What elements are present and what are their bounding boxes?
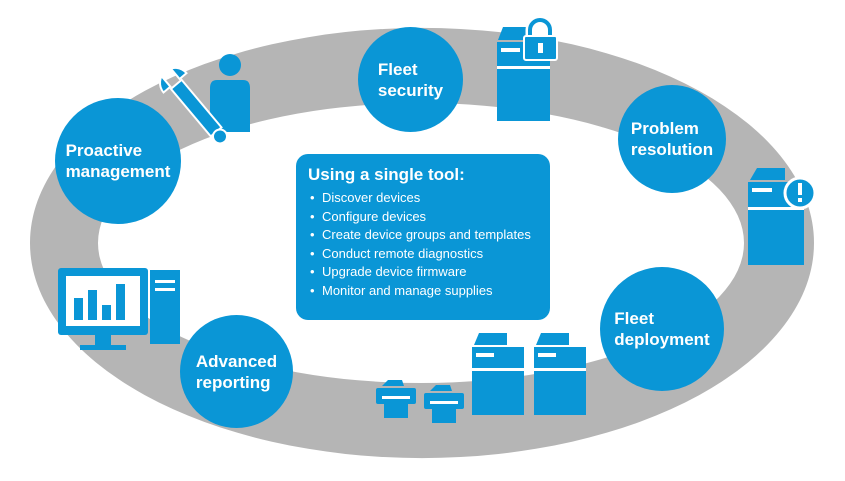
technician-wrench-icon [159,54,250,145]
capability-list: Discover devices Configure devices Creat… [306,189,550,301]
node-label-fleet-deployment: Fleet deployment [614,309,710,349]
node-label-advanced-reporting: Advanced reporting [195,351,278,392]
list-item: Conduct remote diagnostics [306,245,550,264]
list-item: Configure devices [306,208,550,227]
node-label-fleet-security: Fleet security [377,59,444,100]
node-fleet-deployment: Fleet deployment [600,267,724,391]
list-item: Monitor and manage supplies [306,282,550,301]
node-fleet-security: Fleet security [358,27,463,132]
list-item: Discover devices [306,189,550,208]
node-label-proactive-management: Proactive management [65,141,171,181]
node-problem-resolution: Problem resolution [618,85,726,193]
panel-title: Using a single tool: [308,165,465,184]
list-item: Create device groups and templates [306,226,550,245]
printers-deployment-icon [376,333,586,423]
printer-alert-icon [748,168,817,265]
center-panel: Using a single tool: Discover devices Co… [296,154,550,320]
node-label-problem-resolution: Problem resolution [630,119,714,159]
node-proactive-management: Proactive management [55,98,181,224]
node-advanced-reporting: Advanced reporting [180,315,293,428]
printer-lock-icon [497,15,558,121]
monitor-chart-icon [58,268,180,350]
list-item: Upgrade device firmware [306,263,550,282]
